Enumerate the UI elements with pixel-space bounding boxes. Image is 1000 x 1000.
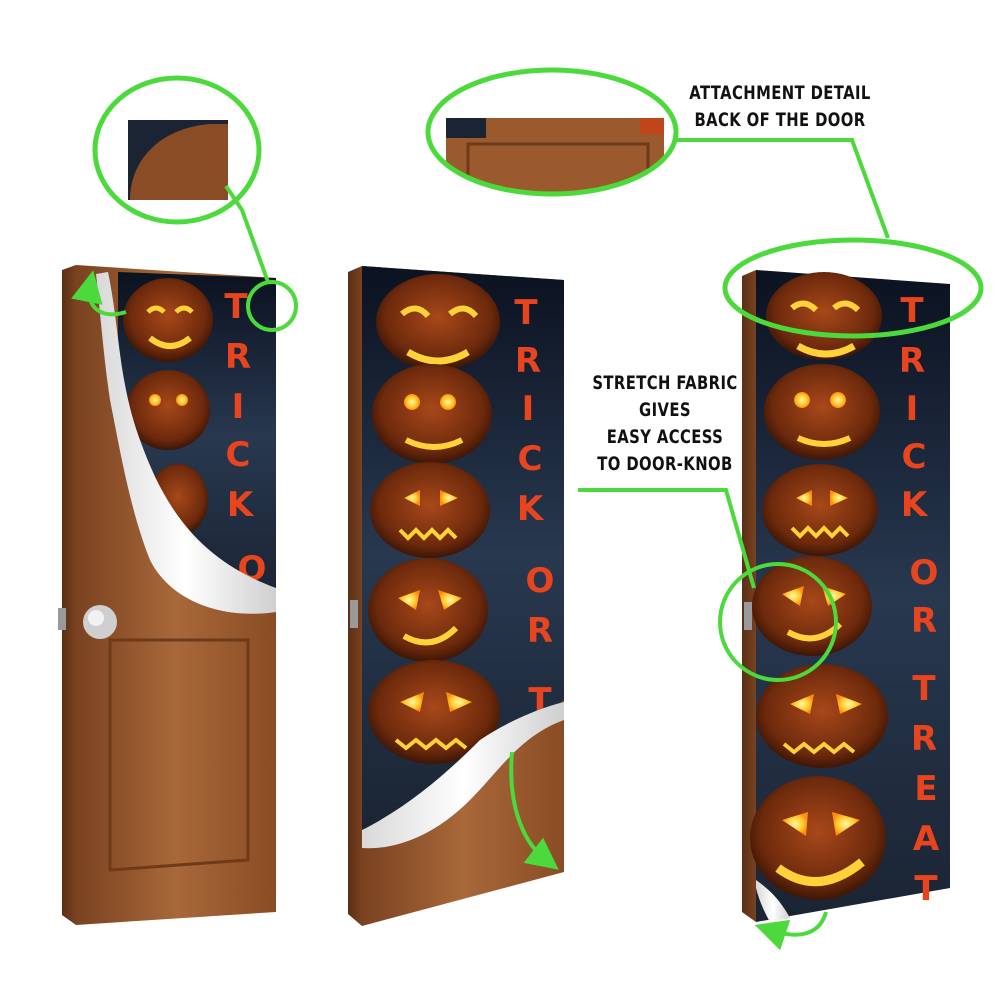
right-top-highlight (722, 237, 984, 339)
middle-peeled-cloth (362, 702, 564, 849)
right-door-edge (742, 270, 756, 922)
svg-text:K: K (901, 485, 929, 525)
svg-text:C: C (902, 437, 927, 477)
middle-door-edge (348, 266, 362, 926)
stretch-fabric-callout: STRETCH FABRIC GIVES EASY ACCESS TO DOOR… (544, 370, 786, 478)
middle-door: T R I C K O R T (348, 266, 564, 926)
svg-text:I: I (232, 387, 245, 427)
stretch-callout-line-2: GIVES (639, 399, 691, 421)
right-door: T R I C K O R T R E A T (718, 237, 984, 951)
left-peeled-cloth (96, 272, 276, 614)
svg-text:E: E (914, 769, 937, 809)
right-knob-highlight (718, 562, 838, 682)
stretch-callout-line-4: TO DOOR-KNOB (597, 453, 733, 475)
right-bottom-cloth (756, 880, 790, 922)
stretch-connector-line (578, 488, 756, 589)
attachment-callout-line-2: BACK OF THE DOOR (694, 109, 866, 131)
left-corner-highlight (246, 280, 298, 332)
svg-text:R: R (911, 601, 937, 641)
svg-text:A: A (913, 819, 940, 859)
svg-text:T: T (912, 669, 936, 709)
stretch-callout-line-1: STRETCH FABRIC (592, 372, 738, 394)
middle-pumpkins (368, 274, 500, 764)
svg-text:K: K (517, 489, 545, 529)
svg-text:K: K (227, 485, 255, 525)
svg-text:R: R (527, 611, 553, 651)
left-door-edge (62, 265, 76, 925)
svg-text:I: I (906, 389, 919, 429)
right-detail-inset (425, 67, 890, 589)
left-door: T R I C K O (58, 265, 298, 925)
svg-text:R: R (899, 341, 925, 381)
right-door-hinge (744, 602, 752, 630)
attachment-detail-callout: ATTACHMENT DETAIL BACK OF THE DOOR (632, 80, 928, 134)
svg-text:R: R (225, 337, 251, 377)
svg-text:T: T (514, 293, 538, 333)
svg-text:C: C (226, 435, 251, 475)
left-door-knob-icon (58, 605, 117, 639)
left-door-panel (108, 638, 250, 872)
left-detail-inset (92, 75, 270, 283)
svg-text:C: C (518, 439, 543, 479)
left-corner-arrow-icon (71, 270, 127, 317)
attachment-callout-line-1: ATTACHMENT DETAIL (689, 82, 871, 104)
svg-text:T: T (900, 291, 924, 331)
middle-banner-letters: T R I C K O R T (514, 293, 554, 721)
attachment-connector-line (676, 138, 890, 239)
svg-text:T: T (224, 287, 248, 327)
svg-text:R: R (911, 719, 937, 759)
stretch-callout-line-3: EASY ACCESS (606, 426, 724, 448)
svg-text:I: I (522, 389, 535, 429)
middle-door-hinge (350, 600, 358, 628)
svg-text:O: O (526, 561, 555, 601)
svg-text:O: O (910, 553, 939, 593)
svg-text:R: R (515, 341, 541, 381)
left-pumpkins (123, 278, 213, 536)
left-detail-connector (224, 184, 270, 283)
middle-pull-arrow-icon (509, 751, 559, 870)
right-bottom-arrow-icon (754, 911, 828, 951)
svg-text:T: T (914, 869, 938, 909)
right-banner-letters: T R I C K O R T R E A T (899, 291, 940, 909)
